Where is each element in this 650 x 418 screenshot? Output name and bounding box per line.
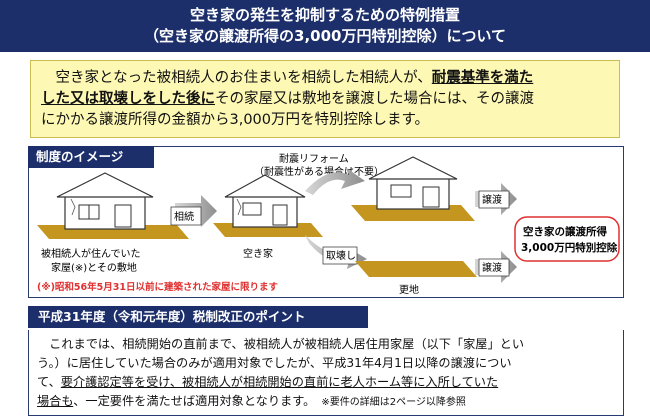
notice-line-1: これまでは、相続開始の直前まで、被相続人が被相続人居住用家屋（以下「家屋」とい (37, 337, 525, 351)
notice-header: 平成31年度（令和元年度）税制改正のポイント (28, 306, 368, 328)
scheme-diagram: 被相続人が住んでいた 家屋(※)とその敷地 相続 空き家 耐震リフォーム （耐震… (37, 152, 620, 296)
transfer-arrow-top: 譲渡 (475, 183, 517, 215)
title-line-1: 空き家の発生を抑制するための特例措置 (189, 6, 460, 24)
house-original-icon (37, 172, 189, 239)
result-line-2: 3,000万円特別控除 (521, 241, 618, 254)
inherit-label: 相続 (174, 210, 194, 223)
transfer-label-bottom: 譲渡 (482, 261, 502, 274)
summary-line-2: した又は取壊しをした後にその家屋又は敷地を譲渡した場合には、その譲渡 (41, 89, 609, 110)
reform-label: 耐震リフォーム (279, 152, 349, 165)
summary-line-1: 空き家となった被相続人のお住まいを相続した相続人が、耐震基準を満た (41, 68, 609, 89)
demolish-label: 取壊し (326, 250, 356, 262)
demolish-label-box (322, 246, 358, 265)
vacant-house-icon (213, 174, 323, 237)
vacant-land-icon (355, 261, 477, 277)
reform-arrow (305, 167, 365, 195)
inherit-arrow: 相続 (170, 195, 217, 227)
page-title-banner: 空き家の発生を抑制するための特例措置 （空き家の譲渡所得の3,000万円特別控除… (0, 0, 650, 52)
summary-emphasis: した又は取壊しをした後に (41, 91, 215, 107)
house-original-caption-2: 家屋(※)とその敷地 (51, 261, 137, 274)
notice-line-3: て、要介護認定等を受け、被相続人が相続開始の直前に老人ホーム等に入所していた (37, 373, 615, 392)
notice-line-2: う。）に居住していた場合のみが適用対象でしたが、平成31年4月1日以降の譲渡につ… (37, 356, 512, 370)
summary-text: その家屋又は敷地を譲渡した場合には、その譲渡 (215, 91, 534, 107)
notice-line-4: 場合も、一定要件を満たせば適用対象となります。 ※要件の詳細は2ページ以降参照 (37, 392, 615, 412)
notice-text: て、 (37, 375, 61, 389)
scheme-diagram-panel: 制度のイメージ 被相続人が住んでいた 家屋(※)とその敷地 相続 (28, 146, 624, 298)
notice-body: これまでは、相続開始の直前まで、被相続人が被相続人居住用家屋（以下「家屋」とい … (28, 330, 624, 416)
transfer-arrow-bottom: 譲渡 (475, 251, 517, 283)
vacant-land-caption: 更地 (399, 283, 419, 296)
notice-reference-note: ※要件の詳細は2ページ以降参照 (321, 397, 466, 408)
reformed-house-icon (351, 156, 475, 221)
notice-emphasis: 場合も (37, 394, 74, 408)
title-line-2: （空き家の譲渡所得の3,000万円特別控除）について (144, 27, 506, 45)
result-line-1: 空き家の譲渡所得 (523, 225, 607, 238)
summary-emphasis: 耐震基準を満た (431, 70, 534, 86)
summary-line-3: にかかる譲渡所得の金額から3,000万円を特別控除します。 (41, 112, 430, 128)
vacant-house-caption: 空き家 (243, 247, 273, 260)
scheme-header: 制度のイメージ (28, 146, 154, 168)
scheme-footnote: (※)昭和56年5月31日以前に建築された家屋に限ります (37, 281, 278, 293)
notice-emphasis: 要介護認定等を受け、被相続人が相続開始の直前に老人ホーム等に入所していた (60, 375, 499, 389)
notice-text: 、一定要件を満たせば適用対象となります。 (73, 394, 316, 408)
summary-box: 空き家となった被相続人のお住まいを相続した相続人が、耐震基準を満た した又は取壊… (30, 60, 620, 138)
summary-text: 空き家となった被相続人のお住まいを相続した相続人が、 (41, 70, 432, 86)
house-original-caption-1: 被相続人が住んでいた (41, 247, 141, 260)
result-box (514, 216, 620, 262)
transfer-label-top: 譲渡 (482, 193, 502, 206)
reform-note: （耐震性がある場合は不要） (254, 165, 384, 178)
